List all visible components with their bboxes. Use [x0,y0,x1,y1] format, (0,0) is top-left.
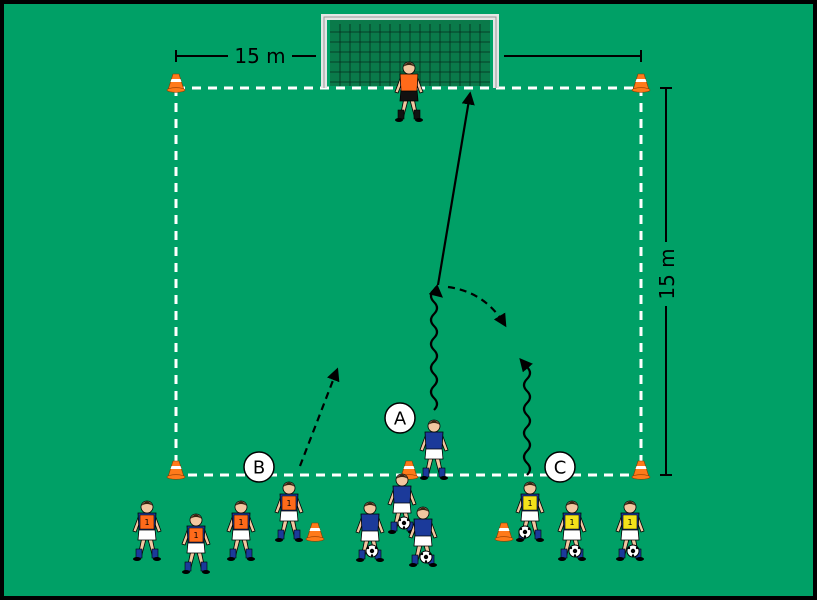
bib-number: 1 [627,518,632,527]
group-badge-c: C [544,451,576,483]
player-icon: 1 [132,500,162,561]
width-label: 15 m [234,44,285,68]
football-icon [419,550,433,564]
pass-arrow [447,285,507,328]
player-icon: 1 [181,513,211,574]
group-badge-b: B [243,451,275,483]
shot-arrow [436,91,475,286]
bib-number: 1 [144,518,149,527]
height-label: 15 m [655,248,679,299]
svg-text:B: B [253,458,265,479]
group-badge-a: A [384,402,416,434]
player-icon: 1 [226,500,256,561]
bib-number: 1 [238,518,243,527]
bib-number: 1 [527,499,532,508]
football-icon [397,516,411,530]
dribble-arrow-c [519,357,533,476]
width-dimension: 15 m [175,44,642,68]
bib-number: 1 [286,499,291,508]
football-icon [365,544,379,558]
football-icon [518,525,532,539]
svg-text:C: C [554,458,567,479]
dribble-arrow-a [428,284,444,411]
football-icon [568,544,582,558]
bib-number: 1 [569,518,574,527]
players-layer: 1 1 1 1 1 1 1 [132,61,645,574]
svg-text:A: A [394,409,407,430]
football-icon [626,544,640,558]
player-icon: 1 [274,481,304,542]
run-arrow-b [298,367,340,467]
player-icon [419,419,449,480]
goalkeeper-icon [394,61,424,122]
movement-arrows [298,91,533,476]
bib-number: 1 [193,531,198,540]
height-dimension: 15 m [655,87,679,476]
